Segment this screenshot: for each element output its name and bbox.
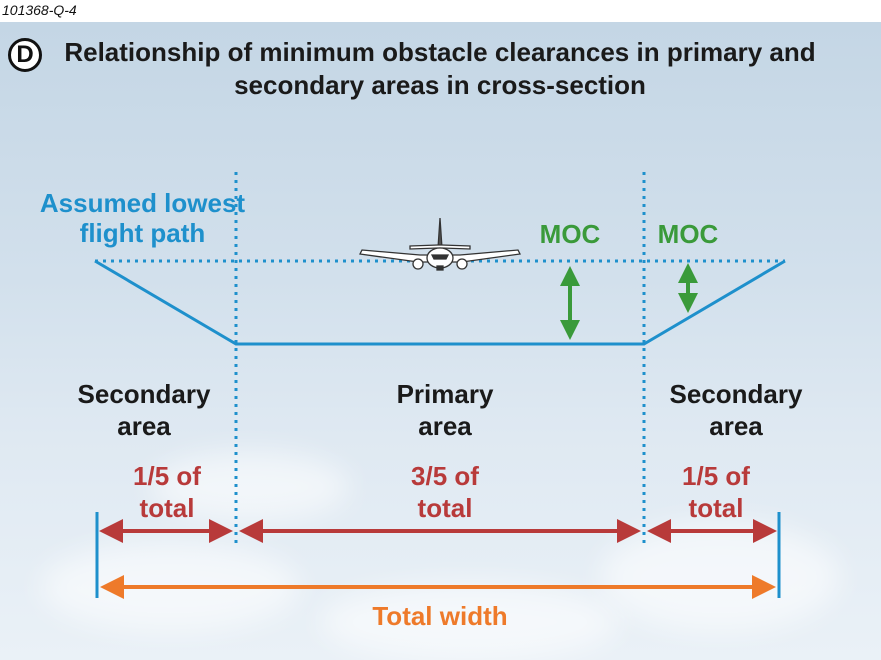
airplane-icon [359,217,521,271]
figure-id: 101368-Q-4 [2,2,77,18]
area-name-primary: Primary area [396,379,494,441]
area-fraction-secondary-right: 1/5 of total [682,461,750,523]
diagram-title: Relationship of minimum obstacle clearan… [64,37,816,100]
flight-path-label: Assumed lowest flight path [39,188,246,248]
figure-badge: D [8,38,42,72]
obstacle-clearance-profile [94,259,786,346]
area-fraction-secondary-left: 1/5 of total [133,461,201,523]
moc-label-primary: MOC [539,219,601,249]
area-name-secondary-right: Secondary area [669,379,803,441]
area-fraction-primary: 3/5 of total [411,461,479,523]
area-name-secondary-left: Secondary area [77,379,211,441]
moc-label-secondary: MOC [657,219,719,249]
total-width-label: Total width [372,601,508,631]
